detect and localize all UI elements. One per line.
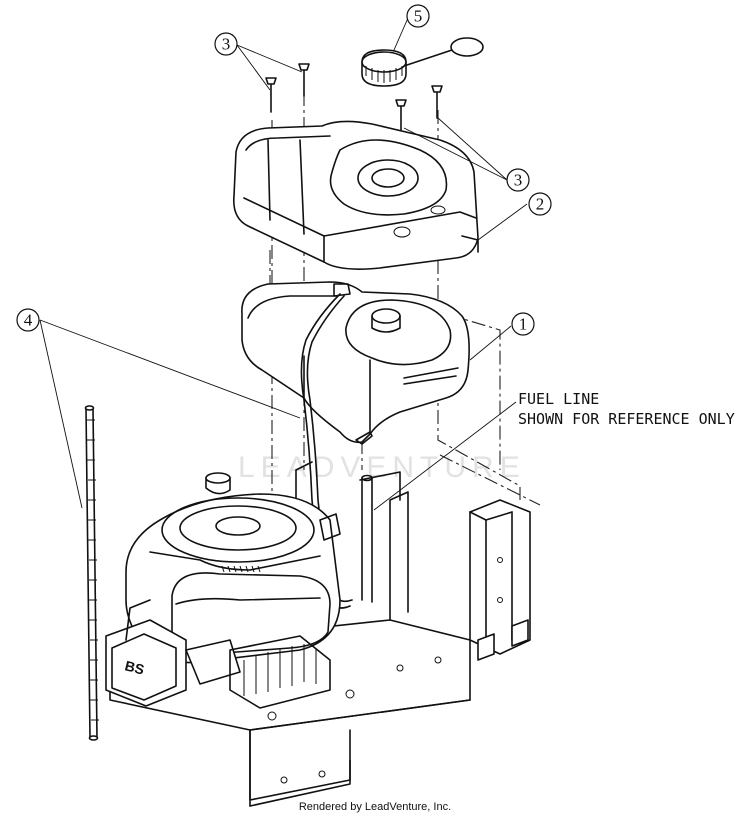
callout-2-label: 2 <box>536 195 545 214</box>
tank-shroud-part-2 <box>232 120 479 270</box>
screw-part-3 <box>265 63 443 135</box>
fuel-line-note-line1: FUEL LINE <box>518 390 599 408</box>
callout-5: 5 <box>406 4 430 28</box>
fuel-cap-part-5 <box>361 37 484 87</box>
callout-3-top-label: 3 <box>222 35 231 54</box>
callout-1: 1 <box>511 312 535 336</box>
callout-3-right-label: 3 <box>514 171 523 190</box>
callout-5-label: 5 <box>414 7 423 26</box>
svg-text:BS: BS <box>123 657 146 677</box>
fuel-line-note: FUEL LINE SHOWN FOR REFERENCE ONLY <box>518 390 735 428</box>
fuel-line-note-line2: SHOWN FOR REFERENCE ONLY <box>518 410 735 428</box>
callout-2: 2 <box>528 192 552 216</box>
engine-assembly: BS <box>105 472 341 709</box>
callout-1-label: 1 <box>519 315 528 334</box>
callout-4: 4 <box>16 308 40 332</box>
tank-bracket <box>469 499 531 661</box>
callout-4-label: 4 <box>24 311 33 330</box>
footer-credit: Rendered by LeadVenture, Inc. <box>299 801 451 813</box>
watermark-text: LEADVENTURE <box>238 451 526 484</box>
callout-3-top: 3 <box>214 32 238 56</box>
rod-part-4 <box>84 405 99 741</box>
leader-lines <box>39 17 528 511</box>
fuel-tank-part-1 <box>241 281 470 445</box>
callout-3-right: 3 <box>506 168 530 192</box>
